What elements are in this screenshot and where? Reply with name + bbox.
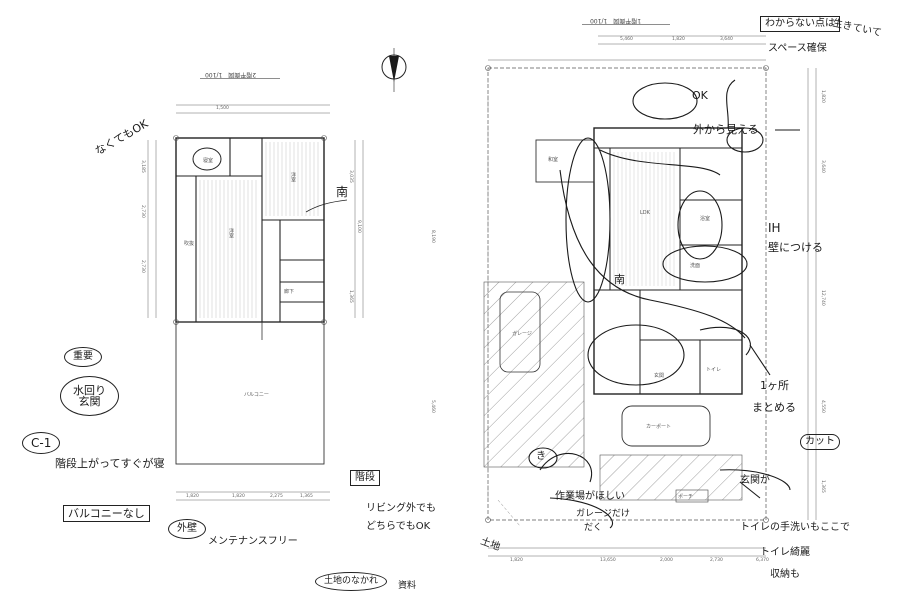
note-minami-small: 南 xyxy=(614,273,625,286)
note-tochi: 土地のなかれ xyxy=(315,572,388,591)
north-compass xyxy=(381,48,407,92)
room-label-1f-5: 洗面 xyxy=(690,263,701,269)
note-ih: IH xyxy=(768,221,781,235)
room-label-2f-4: 廊下 xyxy=(284,289,295,295)
circled-bath xyxy=(677,190,723,260)
note-matomeru: まとめる xyxy=(752,401,796,414)
room-label-1f-3: 玄関 xyxy=(654,373,665,379)
note-c1: C-1 xyxy=(22,432,61,454)
note-kaidan: 階段上がってすぐが寝 xyxy=(55,457,165,470)
dim-1f-r4: 4,550 xyxy=(820,400,825,413)
dim-2f-b3: 2,275 xyxy=(270,494,283,499)
note-ok: OK xyxy=(692,89,708,102)
circled-deck xyxy=(565,137,611,303)
circled-toilet-2f xyxy=(192,147,222,171)
room-label-1f-9: カーポート xyxy=(646,424,672,430)
note-toilet-kirei: トイレ綺麗 xyxy=(760,547,810,558)
dim-2f-b2: 1,820 xyxy=(232,494,245,499)
dim-1f-b5: 6,370 xyxy=(756,558,769,563)
circled-kitchen xyxy=(662,245,748,283)
dim-1f-b3: 2,000 xyxy=(660,558,673,563)
note-balcony: バルコニーなし xyxy=(63,505,150,522)
left-plan-title-underline xyxy=(200,78,280,79)
house-outline-1f xyxy=(593,127,743,395)
upper-floor-outline xyxy=(175,137,325,323)
note-soto-mieru: 外から見える xyxy=(693,123,759,136)
lower-roof-area xyxy=(175,321,325,465)
note-gaiheki: 外壁 xyxy=(168,519,206,539)
room-label-1f-1: LDK xyxy=(640,210,650,216)
dim-2f-r1: 9,100 xyxy=(356,220,361,233)
room-label-1f-7: ガレージ xyxy=(512,331,532,337)
note-toilet-tearai: トイレの手洗いもここで xyxy=(740,522,850,533)
dim-2f-r5: 5,460 xyxy=(430,400,435,413)
car-icon xyxy=(621,405,711,447)
note-garage-dake: ガレージだけ xyxy=(576,509,630,519)
room-label-2f-3: 洋室 xyxy=(290,172,296,182)
terrace-left xyxy=(535,139,595,183)
second-floor-plan xyxy=(147,78,364,501)
dim-2f-l2: 2,730 xyxy=(140,205,145,218)
note-kabe: 壁につける xyxy=(768,241,823,254)
dim-2f-l1: 3,185 xyxy=(140,160,145,173)
hatched-parking-bottom xyxy=(599,454,743,501)
dim-1f-t1: 5,460 xyxy=(620,37,633,42)
room-label-2f-6: 吹抜 xyxy=(184,241,195,247)
dim-1f-t3: 3,640 xyxy=(720,37,733,42)
room-label-1f-6: トイレ xyxy=(706,367,722,373)
dim-1f-b4: 2,730 xyxy=(710,558,723,563)
right-plan-title: 1階平面図 1/100 xyxy=(590,17,642,24)
note-genkan-ga: 玄関が xyxy=(740,475,770,486)
note-dochira-ok: どちらでもOK xyxy=(366,521,431,532)
dim-1f-r3: 12,740 xyxy=(820,290,825,306)
room-label-1f-8: ポーチ xyxy=(678,494,694,500)
note-katto: カット xyxy=(800,434,840,450)
note-space: スペース確保 xyxy=(768,43,827,54)
room-label-1f-2: 和室 xyxy=(548,157,559,163)
note-maintenance: メンテナンスフリー xyxy=(208,536,298,547)
dim-2f-r4: 8,190 xyxy=(430,230,435,243)
dim-2f-b1: 1,820 xyxy=(186,494,199,499)
note-juyo: 重要 xyxy=(64,347,102,367)
room-label-2f-2: 洋室 xyxy=(228,228,234,238)
dim-1f-r5: 1,365 xyxy=(820,480,825,493)
dim-1f-b2: 13,650 xyxy=(600,558,616,563)
dim-2f-b4: 1,365 xyxy=(300,494,313,499)
room-label-2f-5: バルコニー xyxy=(244,392,269,398)
note-dake: だく xyxy=(584,523,603,533)
dim-2f-r3: 1,365 xyxy=(348,290,353,303)
left-plan-title: 2階平面図 1/100 xyxy=(205,71,257,78)
circled-entrance xyxy=(587,324,685,386)
note-wakaranai: わからない点は xyxy=(760,16,840,32)
circled-tree-area xyxy=(632,82,698,120)
right-plan-title-underline xyxy=(582,24,670,25)
note-kiri: き xyxy=(536,451,546,462)
note-ikkasho: 1ヶ所 xyxy=(760,379,789,392)
dim-2f-r2: 3,035 xyxy=(348,170,353,183)
note-shuno: 収納も xyxy=(770,569,800,580)
dim-1f-t2: 1,820 xyxy=(672,37,685,42)
note-kaidan-box: 階段 xyxy=(350,470,380,486)
hatched-parking-left xyxy=(483,281,585,468)
first-floor-plan xyxy=(483,24,817,557)
room-label-2f-1: 寝室 xyxy=(203,158,214,164)
dim-1f-r2: 3,640 xyxy=(820,160,825,173)
note-sagyoba: 作業場がほしい xyxy=(555,491,625,502)
room-label-1f-4: 浴室 xyxy=(700,216,711,222)
note-mizumawari-genkan: 水回り 玄関 xyxy=(60,376,119,416)
dim-1f-b1: 1,820 xyxy=(510,558,523,563)
note-shiryo: 資料 xyxy=(398,581,417,591)
dim-2f-l3: 2,730 xyxy=(140,260,145,273)
note-living: リビング外でも xyxy=(366,503,436,514)
note-minami: 南 xyxy=(336,185,349,199)
dim-1f-r1: 1,820 xyxy=(820,90,825,103)
dim-2f-top: 1,500 xyxy=(216,106,229,111)
